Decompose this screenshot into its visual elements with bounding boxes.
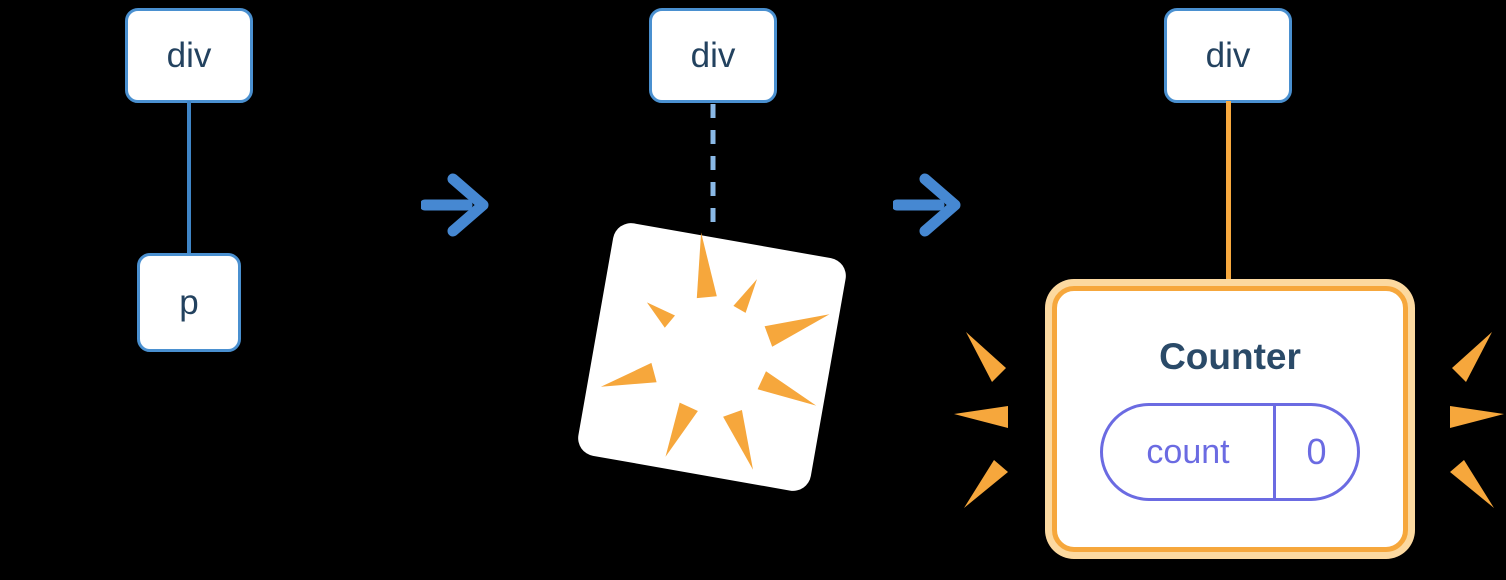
state-pill: count 0 (1100, 403, 1360, 501)
sparkle-burst-left-icon (954, 332, 1008, 508)
state-value: 0 (1306, 431, 1327, 472)
dom-node-p: p (137, 253, 241, 352)
component-title: Counter (1159, 336, 1301, 377)
dom-node-div-after: div (1164, 8, 1292, 103)
arrow-right-icon (893, 173, 961, 237)
tree-edge-dashed (710, 104, 716, 232)
tree-edge-orange (1226, 101, 1231, 289)
dom-node-div-transition: div (649, 8, 777, 103)
dom-node-div-before: div (125, 8, 253, 103)
counter-component-card: Counter count 0 (1052, 286, 1408, 552)
arrow-right-icon (421, 173, 489, 237)
explosion-burst-icon (578, 223, 846, 491)
sparkle-burst-right-icon (1450, 332, 1504, 508)
tree-edge-blue (187, 101, 191, 255)
pill-divider (1273, 406, 1276, 498)
state-key-label: count (1146, 432, 1230, 471)
